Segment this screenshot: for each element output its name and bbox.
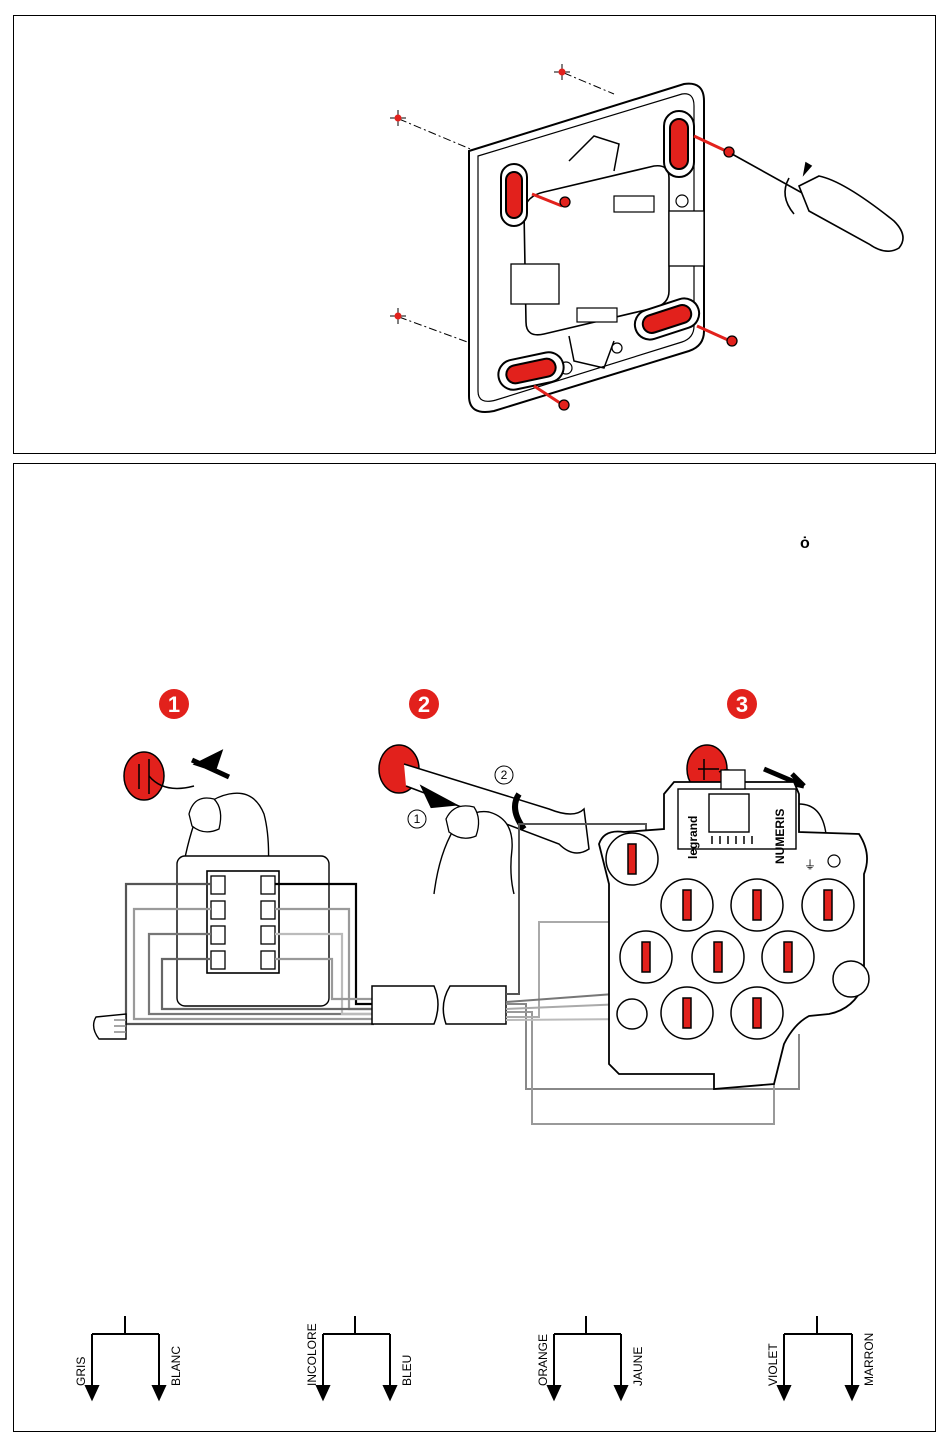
wire-label-violet: VIOLET bbox=[766, 1343, 780, 1386]
mounting-diagram-panel bbox=[13, 15, 936, 454]
substep-2-label: 2 bbox=[501, 768, 508, 782]
wire-label-blanc: BLANC bbox=[169, 1346, 183, 1386]
wire-label-bleu: BLEU bbox=[400, 1355, 414, 1386]
ground-symbol: ⏚ bbox=[804, 858, 816, 872]
cable bbox=[372, 986, 506, 1024]
wire-label-incolore: INCOLORE bbox=[305, 1323, 319, 1386]
wire-label-gris: GRIS bbox=[74, 1357, 88, 1386]
marker-glyph: ȯ bbox=[800, 535, 810, 552]
push-arrow-icon bbox=[192, 754, 229, 777]
step-2-number: 2 bbox=[418, 692, 430, 717]
brand-label: legrand bbox=[686, 816, 700, 859]
step-3-number: 3 bbox=[736, 692, 748, 717]
wire-label-orange: ORANGE bbox=[536, 1334, 550, 1386]
wire-legend-labels: GRIS BLANC INCOLORE BLEU ORANGE JAUNE VI… bbox=[74, 1323, 876, 1386]
product-label: NUMERIS bbox=[773, 809, 787, 864]
terminal-icon bbox=[124, 752, 164, 800]
screwdriver-icon bbox=[732, 154, 903, 251]
wire-label-jaune: JAUNE bbox=[631, 1347, 645, 1386]
wire-label-marron: MARRON bbox=[862, 1333, 876, 1386]
wiring-diagram-panel: ȯ 1 2 2 1 3 bbox=[13, 463, 936, 1432]
wire-legend bbox=[86, 1316, 858, 1399]
mounting-plate-illustration bbox=[14, 16, 937, 455]
connector-block bbox=[94, 856, 374, 1039]
wiring-illustration: ȯ 1 2 2 1 3 bbox=[14, 464, 937, 1433]
step-1-number: 1 bbox=[168, 692, 180, 717]
step-2: 2 2 1 bbox=[379, 689, 589, 894]
substep-1-label: 1 bbox=[414, 812, 421, 826]
